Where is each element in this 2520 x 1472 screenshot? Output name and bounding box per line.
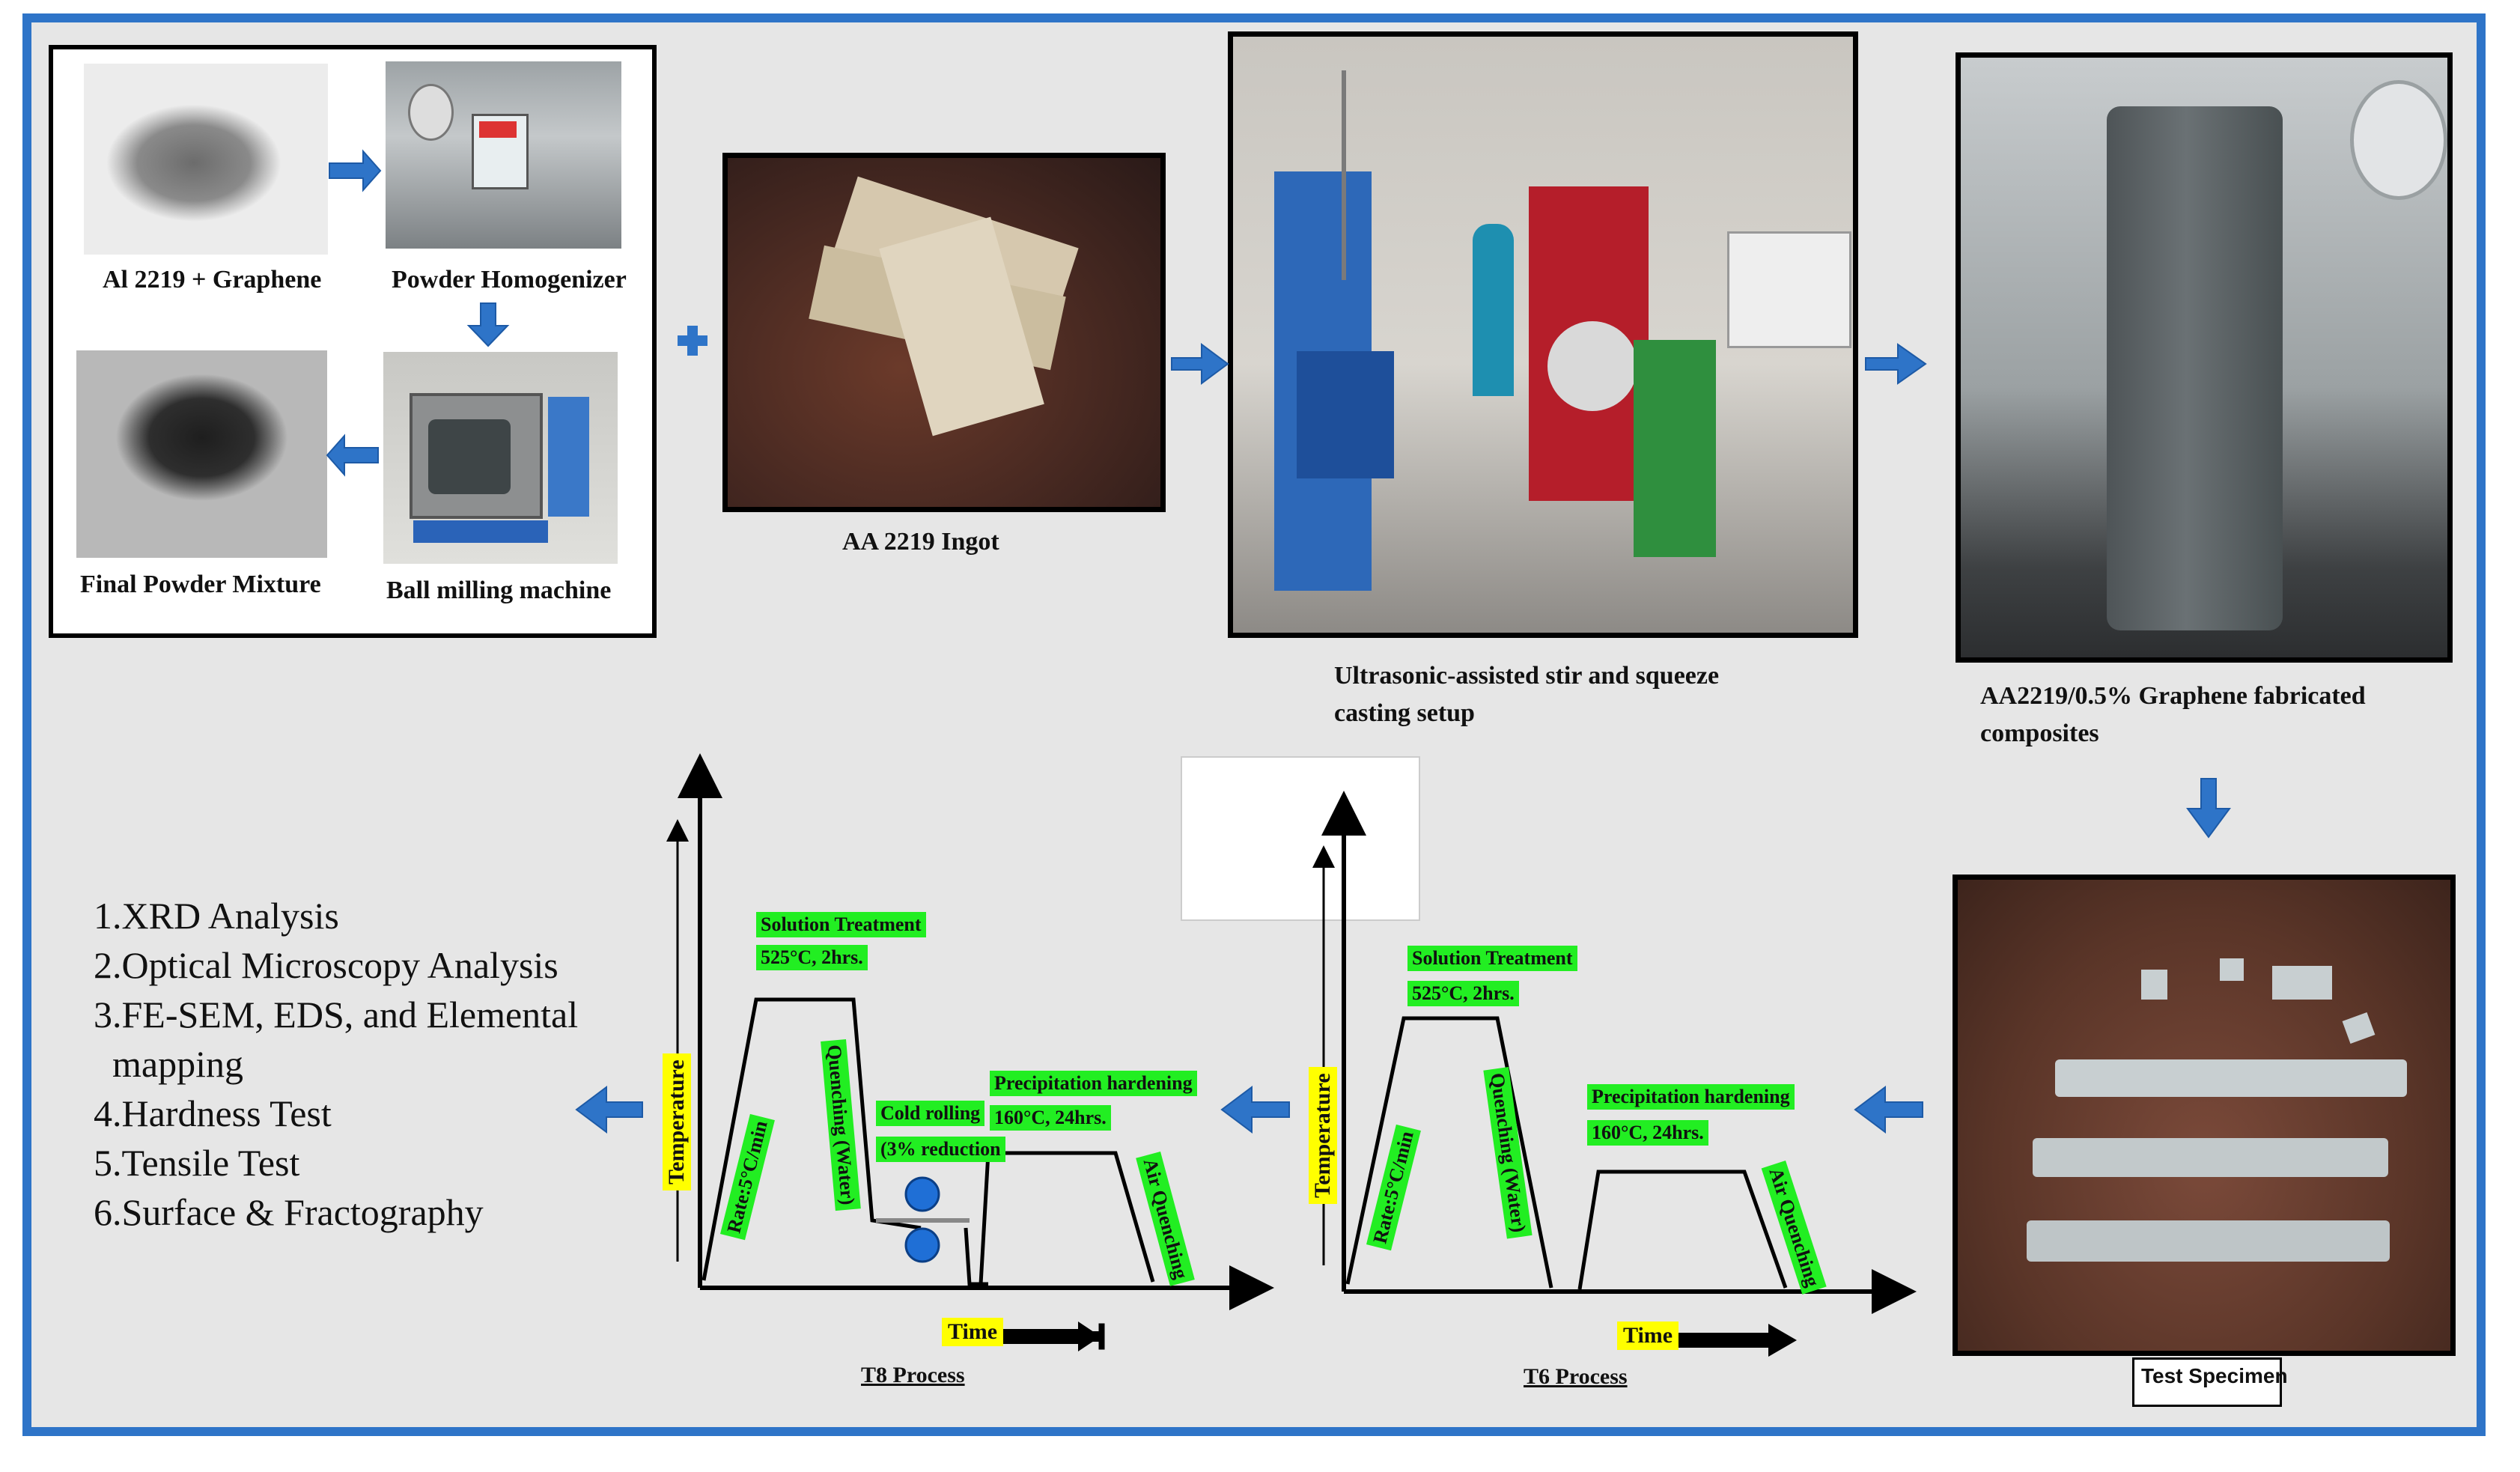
homogenizer-label: Powder Homogenizer <box>392 266 627 294</box>
ball-mill-label: Ball milling machine <box>386 577 612 604</box>
t8-process-label: T8 Process <box>861 1363 965 1387</box>
test-item: 6.Surface & Fractography <box>94 1191 484 1233</box>
t6-solution-detail: 525°C, 2hrs. <box>1407 981 1519 1006</box>
t8-solution-detail: 525°C, 2hrs. <box>756 945 868 970</box>
specimen-photo <box>1953 875 2456 1356</box>
ingot-label: AA 2219 Ingot <box>842 528 999 556</box>
arrow-right-icon <box>329 149 382 192</box>
arrow-right-icon <box>1171 343 1229 385</box>
test-item: mapping <box>94 1043 243 1085</box>
t6-process-label: T6 Process <box>1524 1364 1628 1389</box>
powder-homogenizer-photo <box>386 61 621 249</box>
arrow-right-icon <box>1865 343 1927 385</box>
test-item: 1.XRD Analysis <box>94 895 339 937</box>
t8-precip-detail: 160°C, 24hrs. <box>990 1105 1111 1131</box>
t8-time-arrow-shaft <box>996 1329 1078 1344</box>
test-item: 5.Tensile Test <box>94 1142 300 1184</box>
ball-mill-photo <box>383 352 618 564</box>
arrow-down-icon <box>466 302 510 347</box>
final-powder-photo <box>76 350 327 558</box>
arrow-left-icon <box>1854 1086 1923 1134</box>
cold-rolling-rolls-icon <box>876 1176 970 1263</box>
test-item: 2.Optical Microscopy Analysis <box>94 944 559 986</box>
t8-cold-rolling-title: Cold rolling <box>876 1101 985 1126</box>
arrow-down-icon <box>2186 778 2231 839</box>
t6-solution-title: Solution Treatment <box>1407 946 1577 971</box>
t6-chart <box>1312 791 1917 1314</box>
t6-precip-title: Precipitation hardening <box>1587 1084 1795 1110</box>
specimen-label: Test Specimen <box>2141 1364 2288 1387</box>
al-graphene-photo <box>84 64 328 255</box>
t8-precip-title: Precipitation hardening <box>990 1071 1197 1096</box>
ingot-photo <box>722 153 1166 512</box>
test-list: 1.XRD Analysis 2.Optical Microscopy Anal… <box>94 891 578 1237</box>
casting-setup-photo <box>1228 31 1858 638</box>
final-powder-label: Final Powder Mixture <box>80 571 321 598</box>
specimen-label-box <box>2132 1357 2282 1407</box>
arrow-left-icon <box>326 434 379 477</box>
composite-label: AA2219/0.5% Graphene fabricated composit… <box>1980 682 2366 747</box>
arrow-left-icon <box>1220 1086 1290 1134</box>
plus-icon <box>678 326 707 356</box>
blank-box <box>1181 756 1420 921</box>
t6-precip-detail: 160°C, 24hrs. <box>1587 1120 1708 1146</box>
t8-solution-title: Solution Treatment <box>756 912 926 937</box>
arrow-left-icon <box>575 1086 643 1134</box>
composite-photo <box>1956 52 2453 663</box>
t8-x-axis-label: Time <box>942 1318 1004 1346</box>
t8-cold-rolling-detail: (3% reduction <box>876 1137 1005 1162</box>
test-item: 4.Hardness Test <box>94 1092 332 1134</box>
t6-y-axis-label: Temperature <box>1309 1067 1337 1204</box>
t8-y-axis-label: Temperature <box>663 1053 691 1190</box>
al-graphene-label: Al 2219 + Graphene <box>103 266 322 294</box>
t6-time-arrow-icon <box>1677 1324 1797 1357</box>
casting-setup-label: Ultrasonic-assisted stir and squeeze cas… <box>1334 662 1720 727</box>
test-item: 3.FE-SEM, EDS, and Elemental <box>94 994 579 1035</box>
t6-x-axis-label: Time <box>1617 1322 1679 1350</box>
